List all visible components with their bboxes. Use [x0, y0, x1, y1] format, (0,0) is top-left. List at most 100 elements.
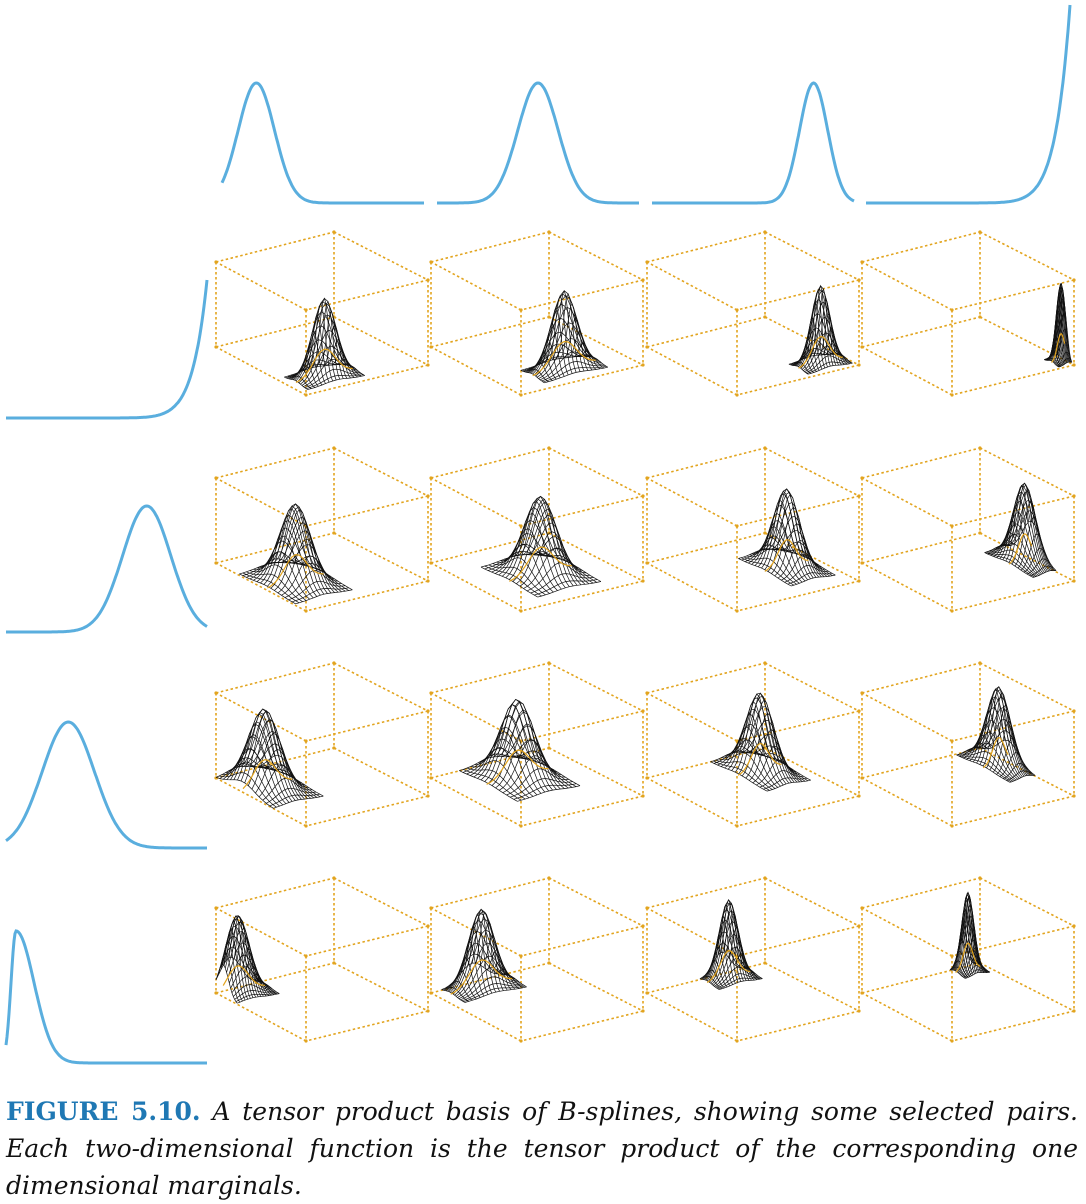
- mesh-line: [463, 985, 526, 1002]
- mesh-line: [513, 783, 577, 800]
- mesh-line: [233, 984, 276, 997]
- mesh-line: [759, 770, 804, 788]
- mesh-line: [992, 720, 1019, 773]
- box-corner: [214, 345, 218, 349]
- mesh-line: [267, 503, 324, 587]
- surface-panel-r3-c4: [860, 661, 1076, 828]
- box-edge: [861, 532, 981, 564]
- box-corner: [1072, 494, 1076, 498]
- mesh-line: [715, 966, 759, 988]
- mesh-line: [738, 692, 783, 775]
- box-corner: [978, 531, 982, 535]
- box-corner: [735, 609, 739, 613]
- box-corner: [645, 345, 649, 349]
- box-corner: [547, 661, 551, 665]
- box-corner: [860, 561, 864, 565]
- box-edge: [861, 447, 981, 479]
- mesh-line: [1026, 558, 1051, 575]
- mesh-line: [1056, 351, 1071, 367]
- mesh-line: [711, 933, 756, 985]
- box-corner: [641, 924, 645, 928]
- mesh-line: [955, 891, 981, 972]
- mesh-line: [804, 345, 849, 373]
- mesh-line: [1050, 286, 1065, 361]
- box-edge: [951, 925, 1075, 957]
- mesh-line: [949, 941, 975, 971]
- box-edge: [861, 477, 953, 527]
- mesh-line: [255, 749, 306, 794]
- box-corner: [332, 661, 336, 665]
- box-corner: [429, 260, 433, 264]
- mesh-line: [246, 558, 303, 578]
- mesh-line: [303, 359, 361, 387]
- box-edge: [646, 447, 766, 479]
- mesh-line: [457, 955, 520, 998]
- mesh-line: [495, 533, 558, 574]
- box-corner: [857, 709, 861, 713]
- mesh-line: [226, 748, 276, 780]
- surface-contour: [982, 736, 1009, 769]
- mesh-line: [306, 374, 364, 390]
- mesh-line: [764, 488, 809, 570]
- surface-panel-r1-c4: [860, 230, 1076, 397]
- mesh-line: [235, 992, 279, 1002]
- box-corner: [735, 824, 739, 828]
- surface-panel-r2-c1: [214, 446, 430, 613]
- mesh-line: [752, 745, 797, 784]
- mesh-line: [307, 375, 365, 390]
- box-edge: [764, 231, 860, 281]
- box-corner: [857, 1009, 861, 1013]
- box-corner: [214, 476, 218, 480]
- mesh-line: [502, 507, 565, 577]
- box-corner: [332, 230, 336, 234]
- top-marginal-curve-4: [866, 4, 1072, 205]
- mesh-line: [801, 316, 847, 370]
- box-edge: [979, 877, 1075, 927]
- box-corner: [1072, 579, 1076, 583]
- box-edge: [951, 795, 1075, 827]
- box-edge: [215, 261, 307, 311]
- mesh-line: [215, 765, 265, 778]
- top-marginal-curve-1: [220, 81, 424, 205]
- mesh-line: [1052, 287, 1066, 362]
- box-corner: [1072, 794, 1076, 798]
- box-corner: [978, 230, 982, 234]
- mesh-line: [537, 581, 601, 598]
- mesh-line: [461, 983, 524, 1002]
- figure-label: FIGURE 5.10.: [6, 1097, 201, 1126]
- mesh-line: [295, 589, 353, 605]
- surface-panel-r4-c4: [860, 876, 1076, 1043]
- box-corner: [645, 260, 649, 264]
- mesh-line: [956, 747, 982, 756]
- mesh-line: [963, 965, 988, 978]
- mesh-line: [784, 565, 829, 583]
- box-corner: [519, 1039, 523, 1043]
- tensor-surface-grid: [214, 230, 1076, 1043]
- box-edge: [646, 346, 738, 396]
- mesh-line: [445, 930, 508, 992]
- mesh-line: [230, 736, 280, 780]
- box-edge: [305, 580, 429, 612]
- box-corner: [645, 776, 649, 780]
- mesh-line: [787, 572, 833, 585]
- mesh-line: [447, 919, 510, 992]
- mesh-line: [231, 976, 274, 994]
- box-corner: [641, 1009, 645, 1013]
- surface-contour: [764, 538, 809, 572]
- mesh-line: [981, 739, 1036, 776]
- mesh-line: [237, 993, 280, 1004]
- mesh-line: [806, 361, 852, 374]
- mesh-line: [491, 543, 554, 573]
- box-edge: [520, 925, 644, 957]
- mesh-line: [704, 909, 748, 981]
- mesh-line: [1006, 770, 1032, 781]
- mesh-line: [967, 707, 1022, 778]
- box-corner: [860, 260, 864, 264]
- box-edge: [333, 447, 429, 497]
- box-edge: [646, 316, 766, 348]
- box-corner: [857, 579, 861, 583]
- box-corner: [429, 345, 433, 349]
- box-edge: [520, 1010, 644, 1042]
- mesh-line: [222, 757, 273, 780]
- box-edge: [646, 477, 738, 527]
